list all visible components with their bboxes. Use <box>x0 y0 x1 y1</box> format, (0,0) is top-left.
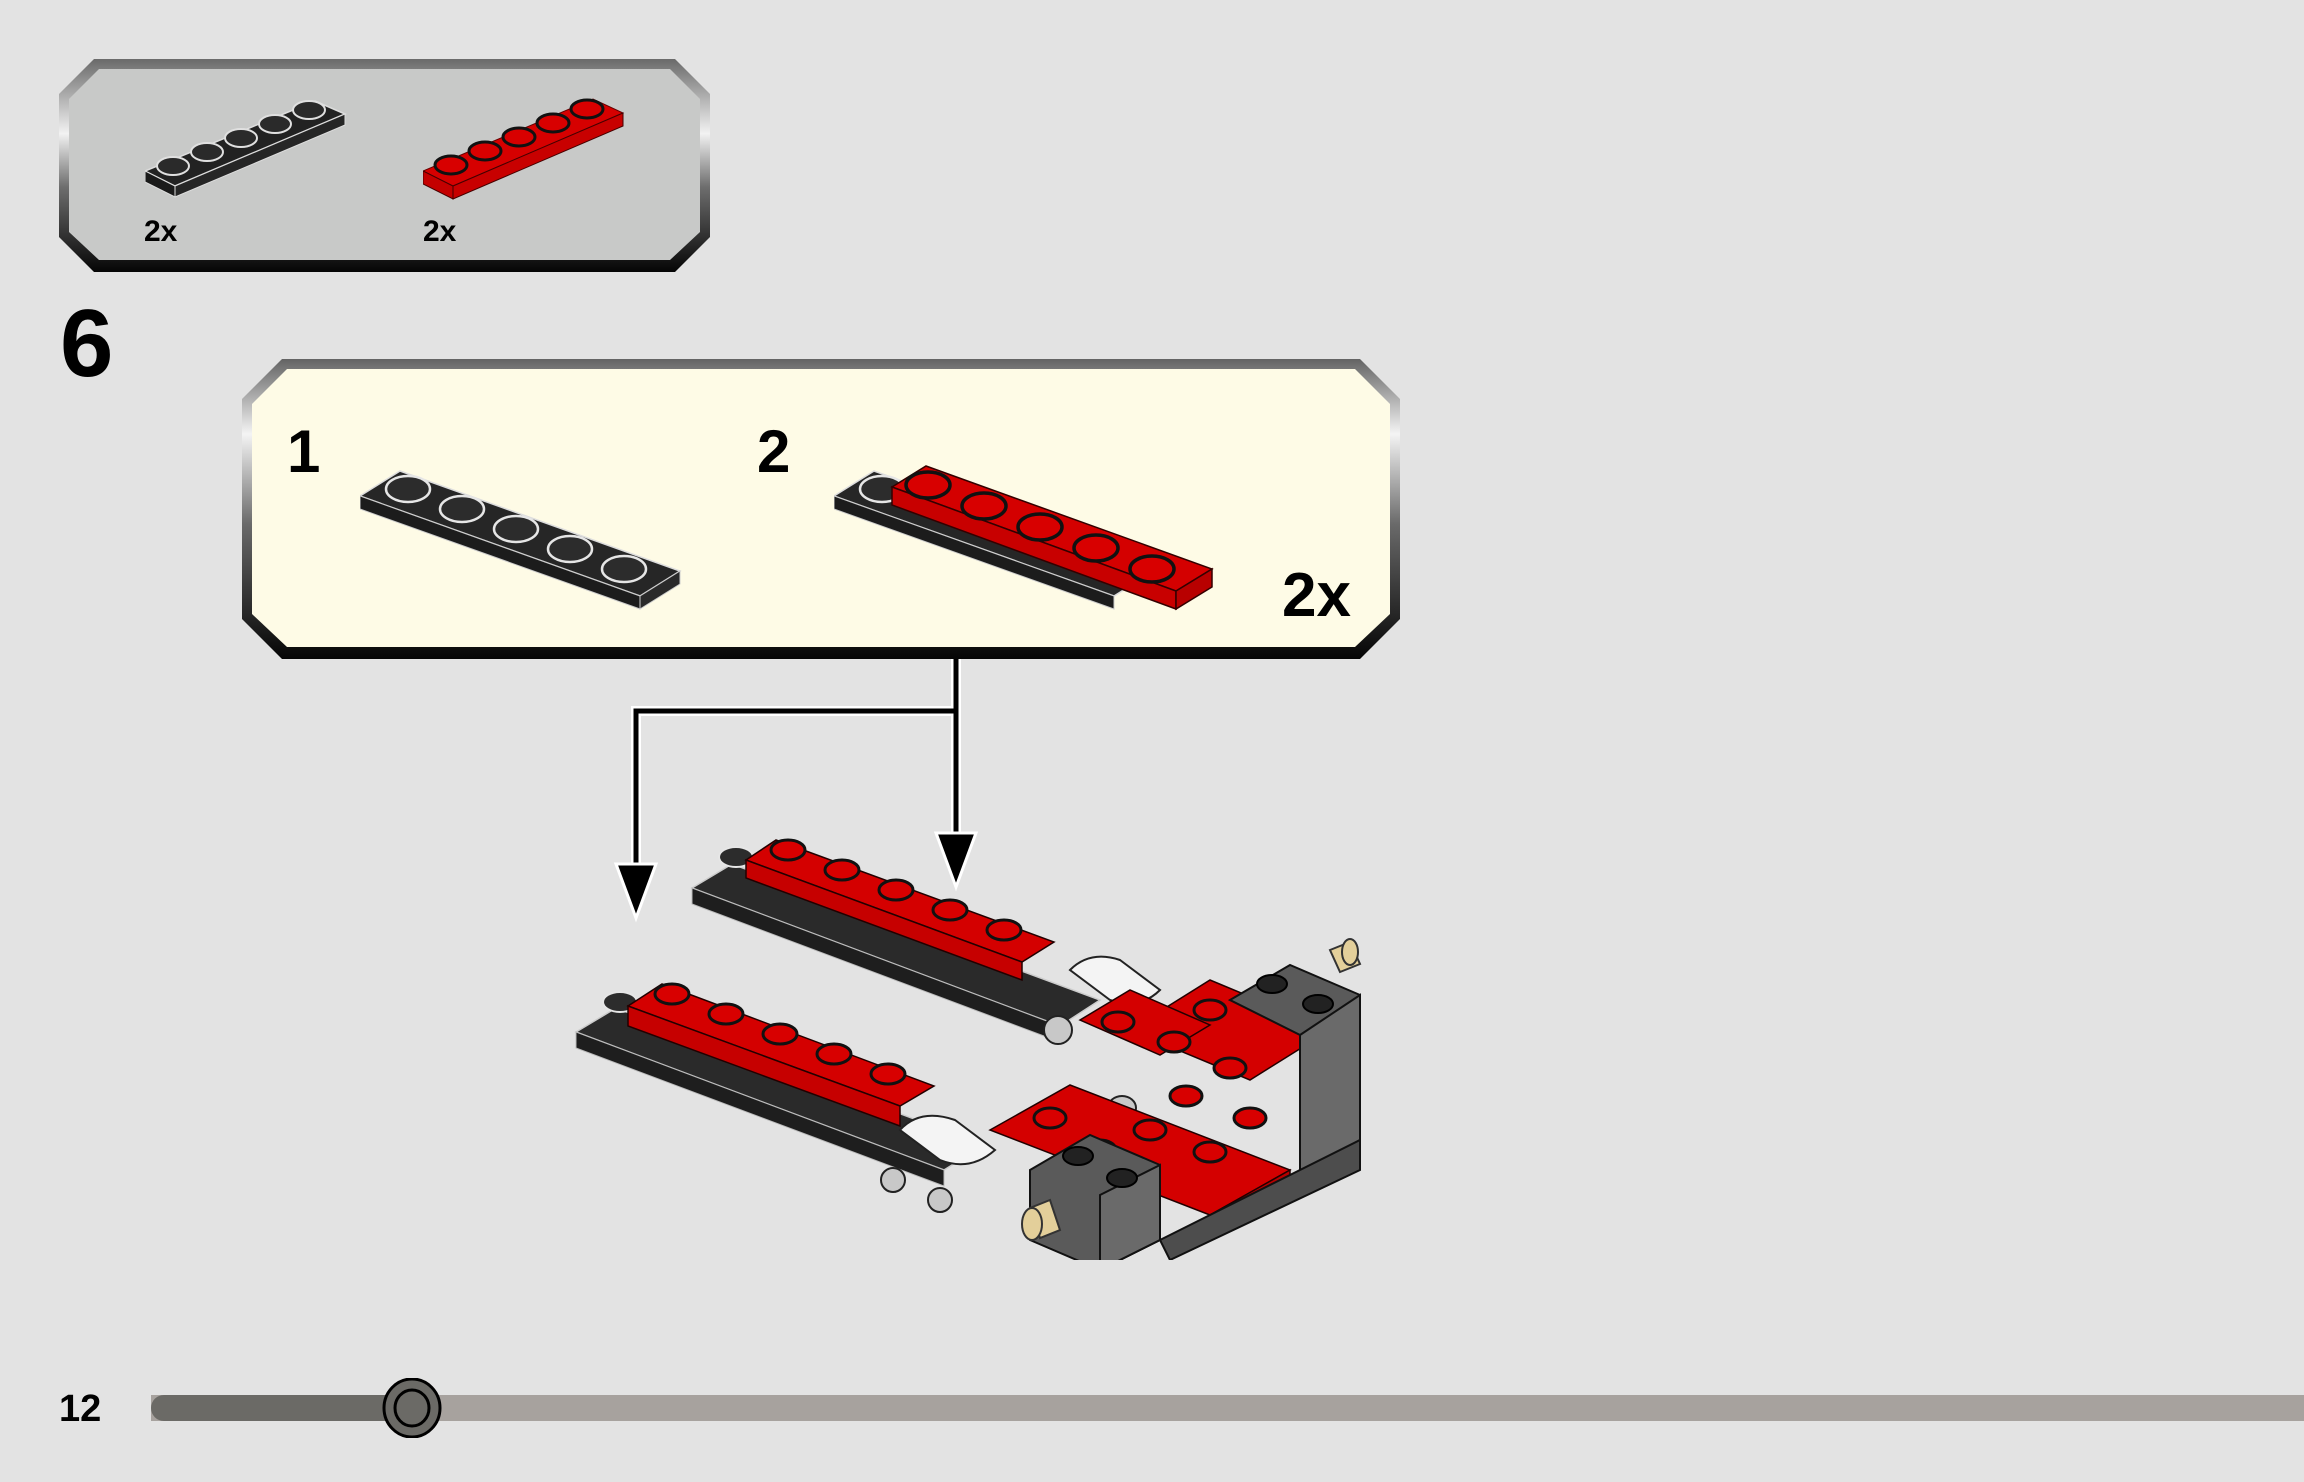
progress-knob-icon <box>382 1378 442 1438</box>
sub-assembly-multiplier: 2x <box>1282 561 1351 630</box>
progress-bar <box>151 1378 2304 1438</box>
part-quantity-black: 2x <box>144 215 178 248</box>
assembled-model-illustration <box>574 838 1362 1260</box>
step-number: 6 <box>60 290 114 397</box>
progress-track <box>151 1378 2304 1438</box>
black-plate-1x6-icon <box>145 100 347 198</box>
sub-assembly-callout: 1 2 2x <box>242 359 1400 659</box>
sub-step-index-2: 2 <box>757 418 791 485</box>
red-on-black-plate-assembly-icon <box>834 465 1214 611</box>
red-plate-1x6-icon <box>423 98 625 200</box>
black-plate-1x6-icon <box>360 470 682 610</box>
sub-step-index-1: 1 <box>287 418 321 485</box>
parts-list-box: 2x 2x <box>59 59 710 272</box>
page-number: 12 <box>59 1388 102 1430</box>
tan-pin-icon <box>1021 938 1362 1241</box>
part-quantity-red: 2x <box>423 215 457 248</box>
white-clip-icon <box>898 1114 997 1166</box>
